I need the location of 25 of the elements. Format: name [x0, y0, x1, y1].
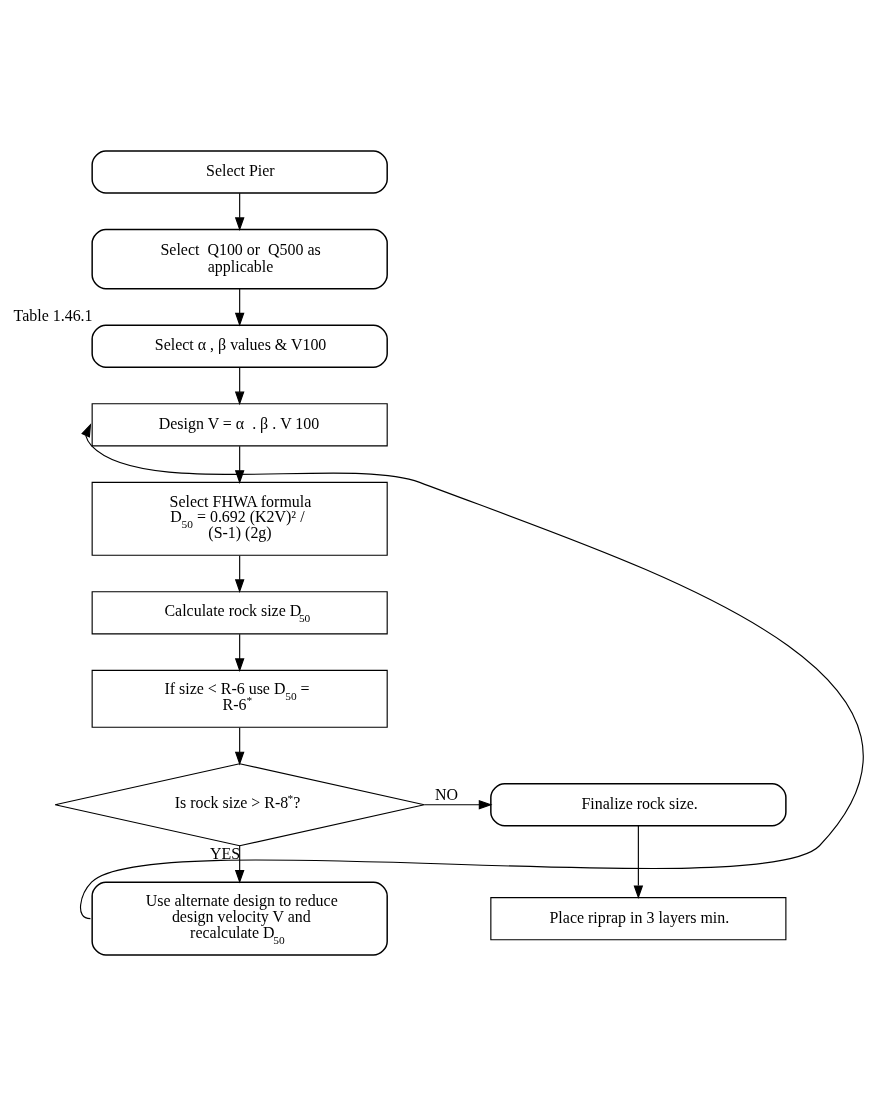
arrow	[79, 422, 863, 919]
node-box: Design V = α . β . V 100	[91, 402, 388, 446]
arrow	[234, 366, 244, 405]
node-box: Place riprap in 3 layers min.	[489, 896, 786, 940]
arrow	[234, 633, 244, 672]
arrow	[234, 844, 244, 884]
arrow	[423, 799, 492, 810]
edge-label: NO	[434, 785, 458, 803]
node-diamond: Is rock size > R-8$^{*}$?	[54, 762, 425, 846]
node-box: Select FHWA formula D$_{50}$ = 0.692 (K2V)² / (S-1) (2g)	[91, 481, 388, 556]
node-box: Use alternate design to reduce design velocity V and recalculate D$_{50}$	[90, 880, 388, 956]
arrow	[234, 192, 244, 231]
arrow	[234, 554, 244, 593]
node-box: Calculate rock size D$_{50}$	[91, 590, 388, 634]
node-box: Select α , β values & V100	[90, 323, 388, 368]
arrow	[234, 726, 244, 765]
node-box: If size < R-6 use D$_{50}$ = R-6$^{*}$	[91, 669, 388, 728]
node-box: Finalize rock size.	[489, 782, 787, 827]
node-box: Select Q100 or Q500 as applicable	[90, 228, 388, 289]
arrow	[633, 824, 643, 899]
edge-label: YES	[209, 844, 240, 862]
arrow	[234, 287, 244, 326]
node-box: Select Pier	[90, 149, 388, 194]
arrow	[234, 445, 244, 484]
node-label: Table 1.46.1	[13, 306, 93, 324]
